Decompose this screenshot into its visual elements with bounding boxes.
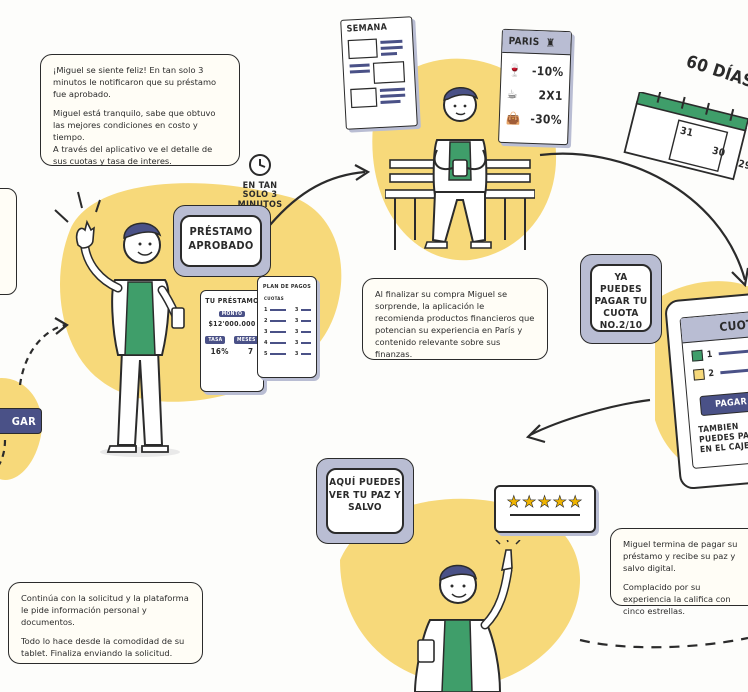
note-text: A través del aplicativo ve el detalle de…	[53, 144, 213, 167]
plan-row-bar	[301, 331, 311, 333]
plan-row-value: 3	[294, 307, 299, 313]
five-stars-icon[interactable]: ★★★★★	[506, 492, 584, 512]
offer-1: -10%	[531, 63, 564, 79]
plan-row-bar	[301, 320, 311, 322]
arrow-to-peace	[529, 398, 651, 436]
plan-row-bar	[270, 342, 286, 344]
clock-group: EN TAN SOLO 3 MINUTOS	[230, 152, 290, 210]
wine-icon: 🍷	[507, 63, 523, 78]
calendar-icon	[623, 92, 748, 181]
plan-row-number: 1	[264, 307, 268, 313]
note-text: Continúa con la solicitud y la plataform…	[21, 593, 189, 628]
offer-2: 2X1	[538, 88, 563, 103]
months-value: 7	[248, 347, 254, 356]
arrow-to-paris	[269, 170, 366, 226]
months-label: MESES	[234, 336, 259, 344]
checkbox-icon[interactable]	[693, 368, 705, 381]
clock-icon	[249, 154, 271, 176]
amount-value: $12'000.000	[208, 320, 256, 328]
note-text: Miguel está tranquilo, sabe que obtuvo l…	[53, 108, 216, 143]
note-text: ¡Miguel se siente feliz! En tan solo 3 m…	[53, 65, 217, 100]
left-card-partial	[0, 188, 17, 295]
plan-row-value: 3	[294, 351, 299, 357]
note-paris: Al finalizar su compra Miguel se sorpren…	[362, 278, 548, 360]
tablet-row-2: 2	[708, 368, 715, 379]
loan-approved-bubble: PRÉSTAMO APROBADO	[180, 215, 262, 267]
loan-approved-text: PRÉSTAMO APROBADO	[188, 225, 254, 252]
left-submit-button[interactable]: GAR	[0, 408, 42, 434]
arrow-continue	[579, 636, 748, 649]
arrow-to-tablet	[539, 152, 747, 281]
plan-row-bar	[270, 309, 286, 311]
loan-card-title: TU PRÉSTAMO	[205, 297, 259, 305]
amount-label: MONTO	[219, 311, 245, 317]
note-text: Todo lo hace desde la comodidad de su ta…	[21, 636, 185, 659]
can-pay-bubble: YA PUEDES PAGAR TU CUOTA NO.2/10	[590, 264, 652, 332]
can-pay-text: YA PUEDES PAGAR TU CUOTA NO.2/10	[594, 272, 648, 331]
miguel-waving-illustration	[75, 219, 185, 457]
plan-row-bar	[301, 353, 311, 355]
plan-row-bar	[301, 342, 311, 344]
plan-row-value: 3	[294, 329, 299, 335]
plan-row-bar	[301, 309, 311, 311]
peace-text: AQUÍ PUEDES VER TU PAZ Y SALVO	[328, 477, 402, 513]
plan-row-bar	[270, 320, 286, 322]
note-paid: Miguel termina de pagar su préstamo y re…	[610, 528, 748, 616]
note-text: Complacido por su experiencia la calific…	[623, 582, 731, 617]
rate-value: 16%	[210, 347, 229, 356]
note-request: Continúa con la solicitud y la plataform…	[8, 582, 203, 664]
miguel-bench-illustration	[385, 87, 535, 250]
newspaper-content-icon	[347, 38, 406, 109]
plan-row-number: 2	[264, 318, 268, 324]
plan-row-number: 5	[264, 351, 268, 357]
pay-button[interactable]: PAGAR	[699, 390, 748, 417]
note-text: Miguel termina de pagar su préstamo y re…	[623, 539, 738, 574]
cashier-text: TAMBIEN PUEDES PAGAR EN EL CAJERO	[697, 421, 748, 455]
tablet-title: CUOTAS	[718, 315, 748, 335]
week-newspaper: SEMANA	[340, 16, 418, 130]
note-text: Al finalizar su compra Miguel se sorpren…	[375, 289, 535, 360]
rating-box: ★★★★★	[494, 485, 596, 533]
installments-label: CUOTAS	[264, 297, 284, 302]
plan-row-bar	[270, 353, 286, 355]
plan-row-number: 3	[264, 329, 268, 335]
loan-card: TU PRÉSTAMO MONTO $12'000.000 TASA MESES…	[200, 290, 264, 392]
plan-row-number: 4	[264, 340, 268, 346]
clock-caption: EN TAN SOLO 3 MINUTOS	[238, 181, 282, 209]
peace-bubble: AQUÍ PUEDES VER TU PAZ Y SALVO	[326, 468, 404, 534]
eiffel-tower-icon: ♜	[545, 35, 556, 50]
rate-label: TASA	[205, 336, 226, 344]
checkbox-checked-icon[interactable]	[691, 349, 704, 362]
plan-row-value: 3	[294, 318, 299, 324]
arrow-to-approved	[18, 323, 66, 386]
miguel-pointing-illustration	[413, 540, 521, 692]
note-loan-approved: ¡Miguel se siente feliz! En tan solo 3 m…	[40, 54, 240, 166]
plan-row-bar	[270, 331, 286, 333]
plan-title: PLAN DE PAGOS	[262, 284, 312, 290]
plan-row-value: 3	[294, 340, 299, 346]
paris-title: PARIS	[508, 35, 540, 48]
tablet-row-1: 1	[706, 349, 714, 360]
